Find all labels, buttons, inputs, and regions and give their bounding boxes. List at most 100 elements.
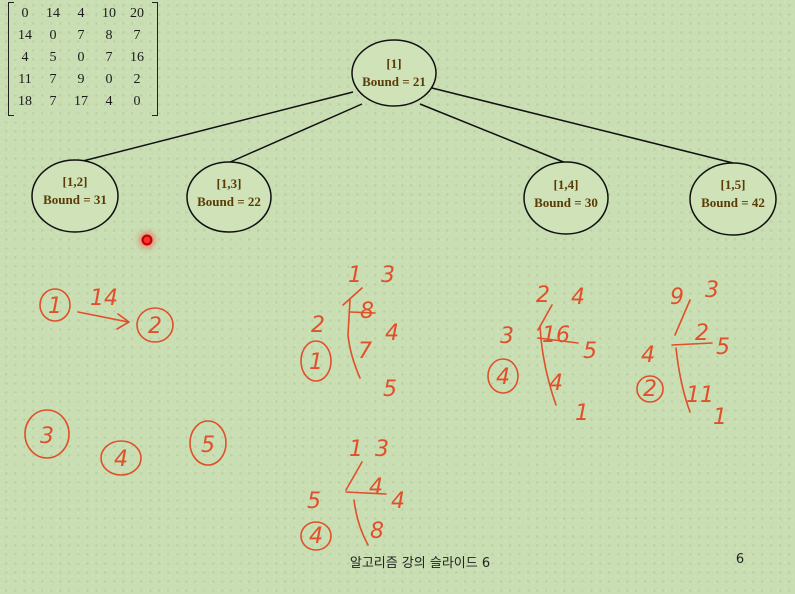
sketch-label: 5 bbox=[307, 489, 321, 514]
node-path: [1,2] bbox=[63, 174, 88, 189]
matrix-cell: 18 bbox=[18, 94, 32, 109]
sketch-label: 4 bbox=[369, 475, 383, 500]
annotation-sketch-1-5: 4 2 9 3 2 5 11 1 bbox=[636, 278, 730, 430]
matrix-cell: 17 bbox=[74, 94, 88, 109]
annotation-edge-1-2: 1 14 2 bbox=[39, 286, 174, 343]
node-bound: Bound = 22 bbox=[197, 194, 261, 209]
node-bound: Bound = 21 bbox=[362, 74, 426, 89]
tree-edge-1-5 bbox=[431, 87, 734, 164]
matrix-cell: 7 bbox=[49, 94, 57, 109]
branch-strokes bbox=[671, 342, 713, 346]
tree-edge-1-2 bbox=[74, 91, 354, 164]
matrix-cell: 0 bbox=[77, 50, 85, 65]
branch-strokes bbox=[537, 304, 557, 406]
tree-node-1-4[interactable]: [1,4] Bound = 30 bbox=[523, 161, 609, 235]
matrix-cell: 0 bbox=[21, 6, 29, 21]
slide-page-number: 6 bbox=[735, 552, 745, 567]
sketch-label: 9 bbox=[670, 285, 684, 310]
slide-footer-title: 알고리즘 강의 슬라이드 6 bbox=[349, 556, 491, 571]
sketch-label: 2 bbox=[536, 283, 550, 308]
sketch-label: 8 bbox=[370, 519, 384, 544]
sketch-label: 3 bbox=[375, 437, 389, 462]
sketch-label: 11 bbox=[686, 383, 714, 408]
node-bound: Bound = 30 bbox=[534, 195, 598, 210]
matrix-cell: 4 bbox=[77, 6, 85, 21]
matrix-cell: 7 bbox=[105, 50, 113, 65]
matrix-cell: 8 bbox=[105, 28, 113, 43]
sketch-label: 3 bbox=[705, 278, 719, 303]
matrix-cell: 7 bbox=[77, 28, 85, 43]
sketch-label: 2 bbox=[695, 321, 709, 346]
matrix-cell: 2 bbox=[133, 72, 141, 87]
sketch-label: 2 bbox=[311, 313, 325, 338]
node-path: [1,4] bbox=[554, 177, 579, 192]
circled-digit: 4 bbox=[309, 524, 323, 549]
circle-mark bbox=[136, 307, 174, 343]
annotation-sketch-bottom: 5 4 1 3 4 4 8 bbox=[300, 437, 405, 551]
edge-weight-label: 14 bbox=[90, 286, 118, 311]
circled-digit: 1 bbox=[309, 350, 323, 375]
matrix-cell: 9 bbox=[77, 72, 85, 87]
sketch-label: 1 bbox=[349, 437, 363, 462]
matrix-cell: 5 bbox=[49, 50, 57, 65]
circle-mark bbox=[24, 409, 70, 459]
matrix-row: 4 5 0 7 16 bbox=[11, 47, 151, 69]
tree-node-1-3[interactable]: [1,3] Bound = 22 bbox=[186, 161, 272, 233]
sketch-label: 7 bbox=[358, 339, 372, 364]
branch-strokes bbox=[345, 491, 387, 495]
circle-mark bbox=[636, 375, 664, 403]
sketch-label: 3 bbox=[381, 263, 395, 288]
matrix-cell: 7 bbox=[133, 28, 141, 43]
sketch-label: 4 bbox=[571, 285, 585, 310]
sketch-label: 5 bbox=[583, 339, 597, 364]
tree-node-1-2[interactable]: [1,2] Bound = 31 bbox=[31, 159, 119, 233]
annotation-sketch-1-4: 3 4 2 4 16 5 4 1 bbox=[487, 283, 597, 426]
branch-strokes bbox=[349, 311, 376, 314]
branch-strokes bbox=[537, 337, 579, 344]
branch-strokes bbox=[345, 461, 369, 546]
circled-digit: 5 bbox=[201, 433, 215, 458]
arrow-mark bbox=[77, 311, 130, 330]
circled-digit: 4 bbox=[114, 447, 128, 472]
circled-digit: 4 bbox=[496, 365, 510, 390]
matrix-cell: 11 bbox=[18, 72, 32, 87]
sketch-label: 5 bbox=[716, 335, 730, 360]
branch-strokes bbox=[342, 287, 363, 379]
node-bound: Bound = 31 bbox=[43, 192, 107, 207]
tree-node-root[interactable]: [1] Bound = 21 bbox=[351, 39, 437, 107]
branch-strokes bbox=[674, 299, 691, 413]
node-path: [1] bbox=[386, 56, 401, 71]
sketch-label: 3 bbox=[500, 324, 514, 349]
tree-edge-1-3 bbox=[227, 103, 363, 164]
sketch-label: 4 bbox=[641, 343, 655, 368]
tree-node-1-5[interactable]: [1,5] Bound = 42 bbox=[689, 162, 777, 236]
matrix-cell: 4 bbox=[21, 50, 29, 65]
matrix-cell: 16 bbox=[130, 50, 144, 65]
circle-mark bbox=[189, 420, 227, 466]
sketch-label: 4 bbox=[391, 489, 405, 514]
laser-pointer-dot bbox=[141, 234, 153, 246]
tree-edge-1-4 bbox=[419, 103, 567, 164]
sketch-label: 4 bbox=[549, 371, 563, 396]
circle-mark bbox=[100, 440, 142, 476]
sketch-label: 16 bbox=[542, 323, 570, 348]
matrix-cell: 0 bbox=[105, 72, 113, 87]
circle-mark bbox=[487, 358, 519, 394]
circled-digit: 1 bbox=[48, 294, 62, 319]
matrix-cell: 20 bbox=[130, 6, 144, 21]
matrix-cell: 7 bbox=[49, 72, 57, 87]
matrix-row: 11 7 9 0 2 bbox=[11, 69, 151, 91]
circled-digit: 3 bbox=[40, 424, 54, 449]
circle-mark bbox=[300, 340, 332, 382]
sketch-label: 1 bbox=[575, 401, 589, 426]
circled-digit: 2 bbox=[643, 377, 657, 402]
node-path: [1,3] bbox=[217, 176, 242, 191]
sketch-label: 8 bbox=[360, 299, 374, 324]
